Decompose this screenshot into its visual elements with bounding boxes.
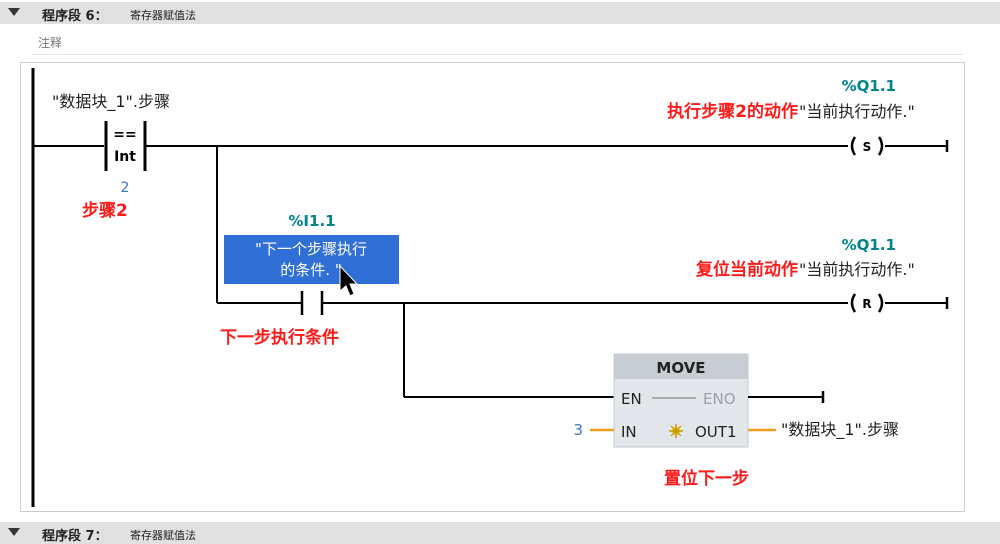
move-in: IN <box>621 423 637 441</box>
network-title: 程序段 7： <box>42 529 108 544</box>
network-title: 程序段 6： <box>42 9 108 24</box>
move-en: EN <box>621 390 642 408</box>
reset-coil[interactable]: R <box>850 293 884 313</box>
reset-coil-address: %Q1.1 <box>842 236 896 254</box>
contact-address: %I1.1 <box>288 212 335 230</box>
comment-placeholder: 注释 <box>38 36 63 50</box>
set-coil-tag: "当前执行动作." <box>799 102 915 121</box>
no-contact[interactable] <box>300 291 324 315</box>
annotation-reset-action: 复位当前动作 <box>695 259 798 280</box>
set-coil-address: %Q1.1 <box>842 77 896 95</box>
compare-datatype: Int <box>114 149 136 165</box>
move-out: OUT1 <box>695 423 737 441</box>
compare-contact[interactable]: == Int <box>104 121 147 171</box>
reset-coil-type: R <box>862 297 871 311</box>
reset-coil-tag: "当前执行动作." <box>799 260 915 279</box>
contact-tag-selection[interactable] <box>224 235 399 284</box>
collapse-triangle-icon[interactable] <box>8 528 20 536</box>
set-coil-type: S <box>863 140 872 154</box>
network-header[interactable]: 程序段 7： 寄存器赋值法 <box>0 522 1000 544</box>
collapse-triangle-icon[interactable] <box>8 8 20 16</box>
annotation-step2: 步骤2 <box>82 200 128 221</box>
ladder-frame <box>20 62 965 512</box>
sparkle-icon <box>669 424 683 438</box>
annotation-next-condition: 下一步执行条件 <box>220 327 339 348</box>
compare-operator: == <box>113 127 136 143</box>
mouse-cursor-icon <box>339 264 359 297</box>
move-box[interactable]: MOVE EN ENO IN OUT1 <box>613 353 749 448</box>
compare-operand: "数据块_1".步骤 <box>52 92 170 112</box>
compare-value: 2 <box>121 180 130 196</box>
contact-tag-line2: 的条件. " <box>280 261 341 279</box>
network-header[interactable]: 程序段 6： 寄存器赋值法 <box>0 2 1000 24</box>
move-eno: ENO <box>703 390 736 408</box>
contact-tag-line1: "下一个步骤执行 <box>255 240 367 258</box>
move-in-value: 3 <box>573 421 583 439</box>
set-coil[interactable]: S <box>850 136 884 156</box>
network-subtitle: 寄存器赋值法 <box>130 529 196 542</box>
move-title: MOVE <box>656 359 705 377</box>
move-out-tag: "数据块_1".步骤 <box>781 420 899 440</box>
annotation-set-next: 置位下一步 <box>664 468 749 489</box>
network-subtitle: 寄存器赋值法 <box>130 9 196 22</box>
comment-field[interactable]: 注释 <box>32 28 964 55</box>
annotation-set-action: 执行步骤2的动作 <box>667 101 798 122</box>
